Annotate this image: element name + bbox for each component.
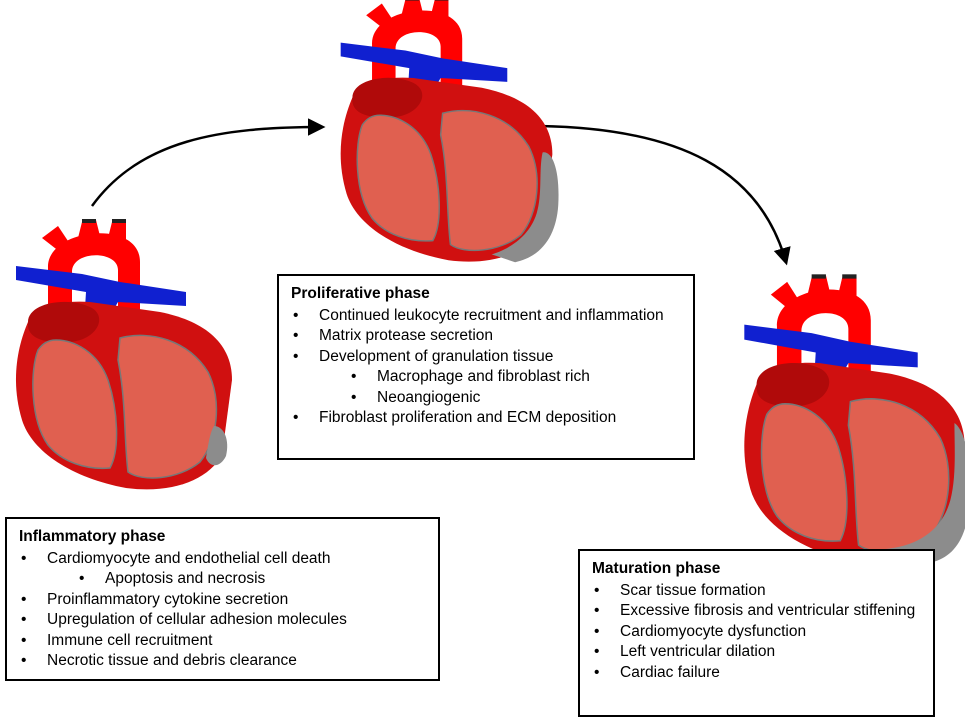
maturation-phase-list: Scar tissue formation Excessive fibrosis…: [592, 581, 923, 684]
list-item: Scar tissue formation: [592, 581, 923, 602]
list-item: Proinflammatory cytokine secretion: [19, 590, 428, 611]
inflammatory-phase-list: Cardiomyocyte and endothelial cell death…: [19, 549, 428, 672]
list-item: Fibroblast proliferation and ECM deposit…: [291, 408, 683, 429]
inflammatory-phase-box: Inflammatory phase Cardiomyocyte and end…: [5, 517, 440, 681]
proliferative-phase-title: Proliferative phase: [291, 285, 430, 302]
list-item: Left ventricular dilation: [592, 642, 923, 663]
list-item: Cardiac failure: [592, 663, 923, 684]
heart-maturation-illustration: [743, 273, 965, 565]
list-item: Upregulation of cellular adhesion molecu…: [19, 610, 428, 631]
heart-inflammatory-illustration: [15, 218, 233, 491]
maturation-phase-box: Maturation phase Scar tissue formation E…: [578, 549, 935, 717]
proliferative-phase-box: Proliferative phase Continued leukocyte …: [277, 274, 695, 460]
scar-tissue-small: [206, 426, 228, 466]
maturation-phase-title: Maturation phase: [592, 560, 721, 577]
list-item: Cardiomyocyte and endothelial cell death: [19, 549, 428, 570]
arrow-inflammatory-to-proliferative: [90, 118, 326, 207]
list-item: Neoangiogenic: [291, 388, 683, 409]
list-item: Macrophage and fibroblast rich: [291, 367, 683, 388]
list-item: Cardiomyocyte dysfunction: [592, 622, 923, 643]
heart-proliferative-illustration: [339, 0, 559, 263]
list-item: Necrotic tissue and debris clearance: [19, 651, 428, 672]
proliferative-phase-list: Continued leukocyte recruitment and infl…: [291, 306, 683, 429]
list-item: Continued leukocyte recruitment and infl…: [291, 306, 683, 327]
list-item: Immune cell recruitment: [19, 631, 428, 652]
list-item: Development of granulation tissue: [291, 347, 683, 368]
scar-tissue-medium: [491, 152, 559, 263]
arrow-proliferative-to-maturation: [537, 124, 791, 266]
list-item: Apoptosis and necrosis: [19, 569, 428, 590]
scar-tissue-large: [880, 423, 965, 563]
list-item: Matrix protease secretion: [291, 326, 683, 347]
inflammatory-phase-title: Inflammatory phase: [19, 528, 166, 545]
list-item: Excessive fibrosis and ventricular stiff…: [592, 601, 923, 622]
